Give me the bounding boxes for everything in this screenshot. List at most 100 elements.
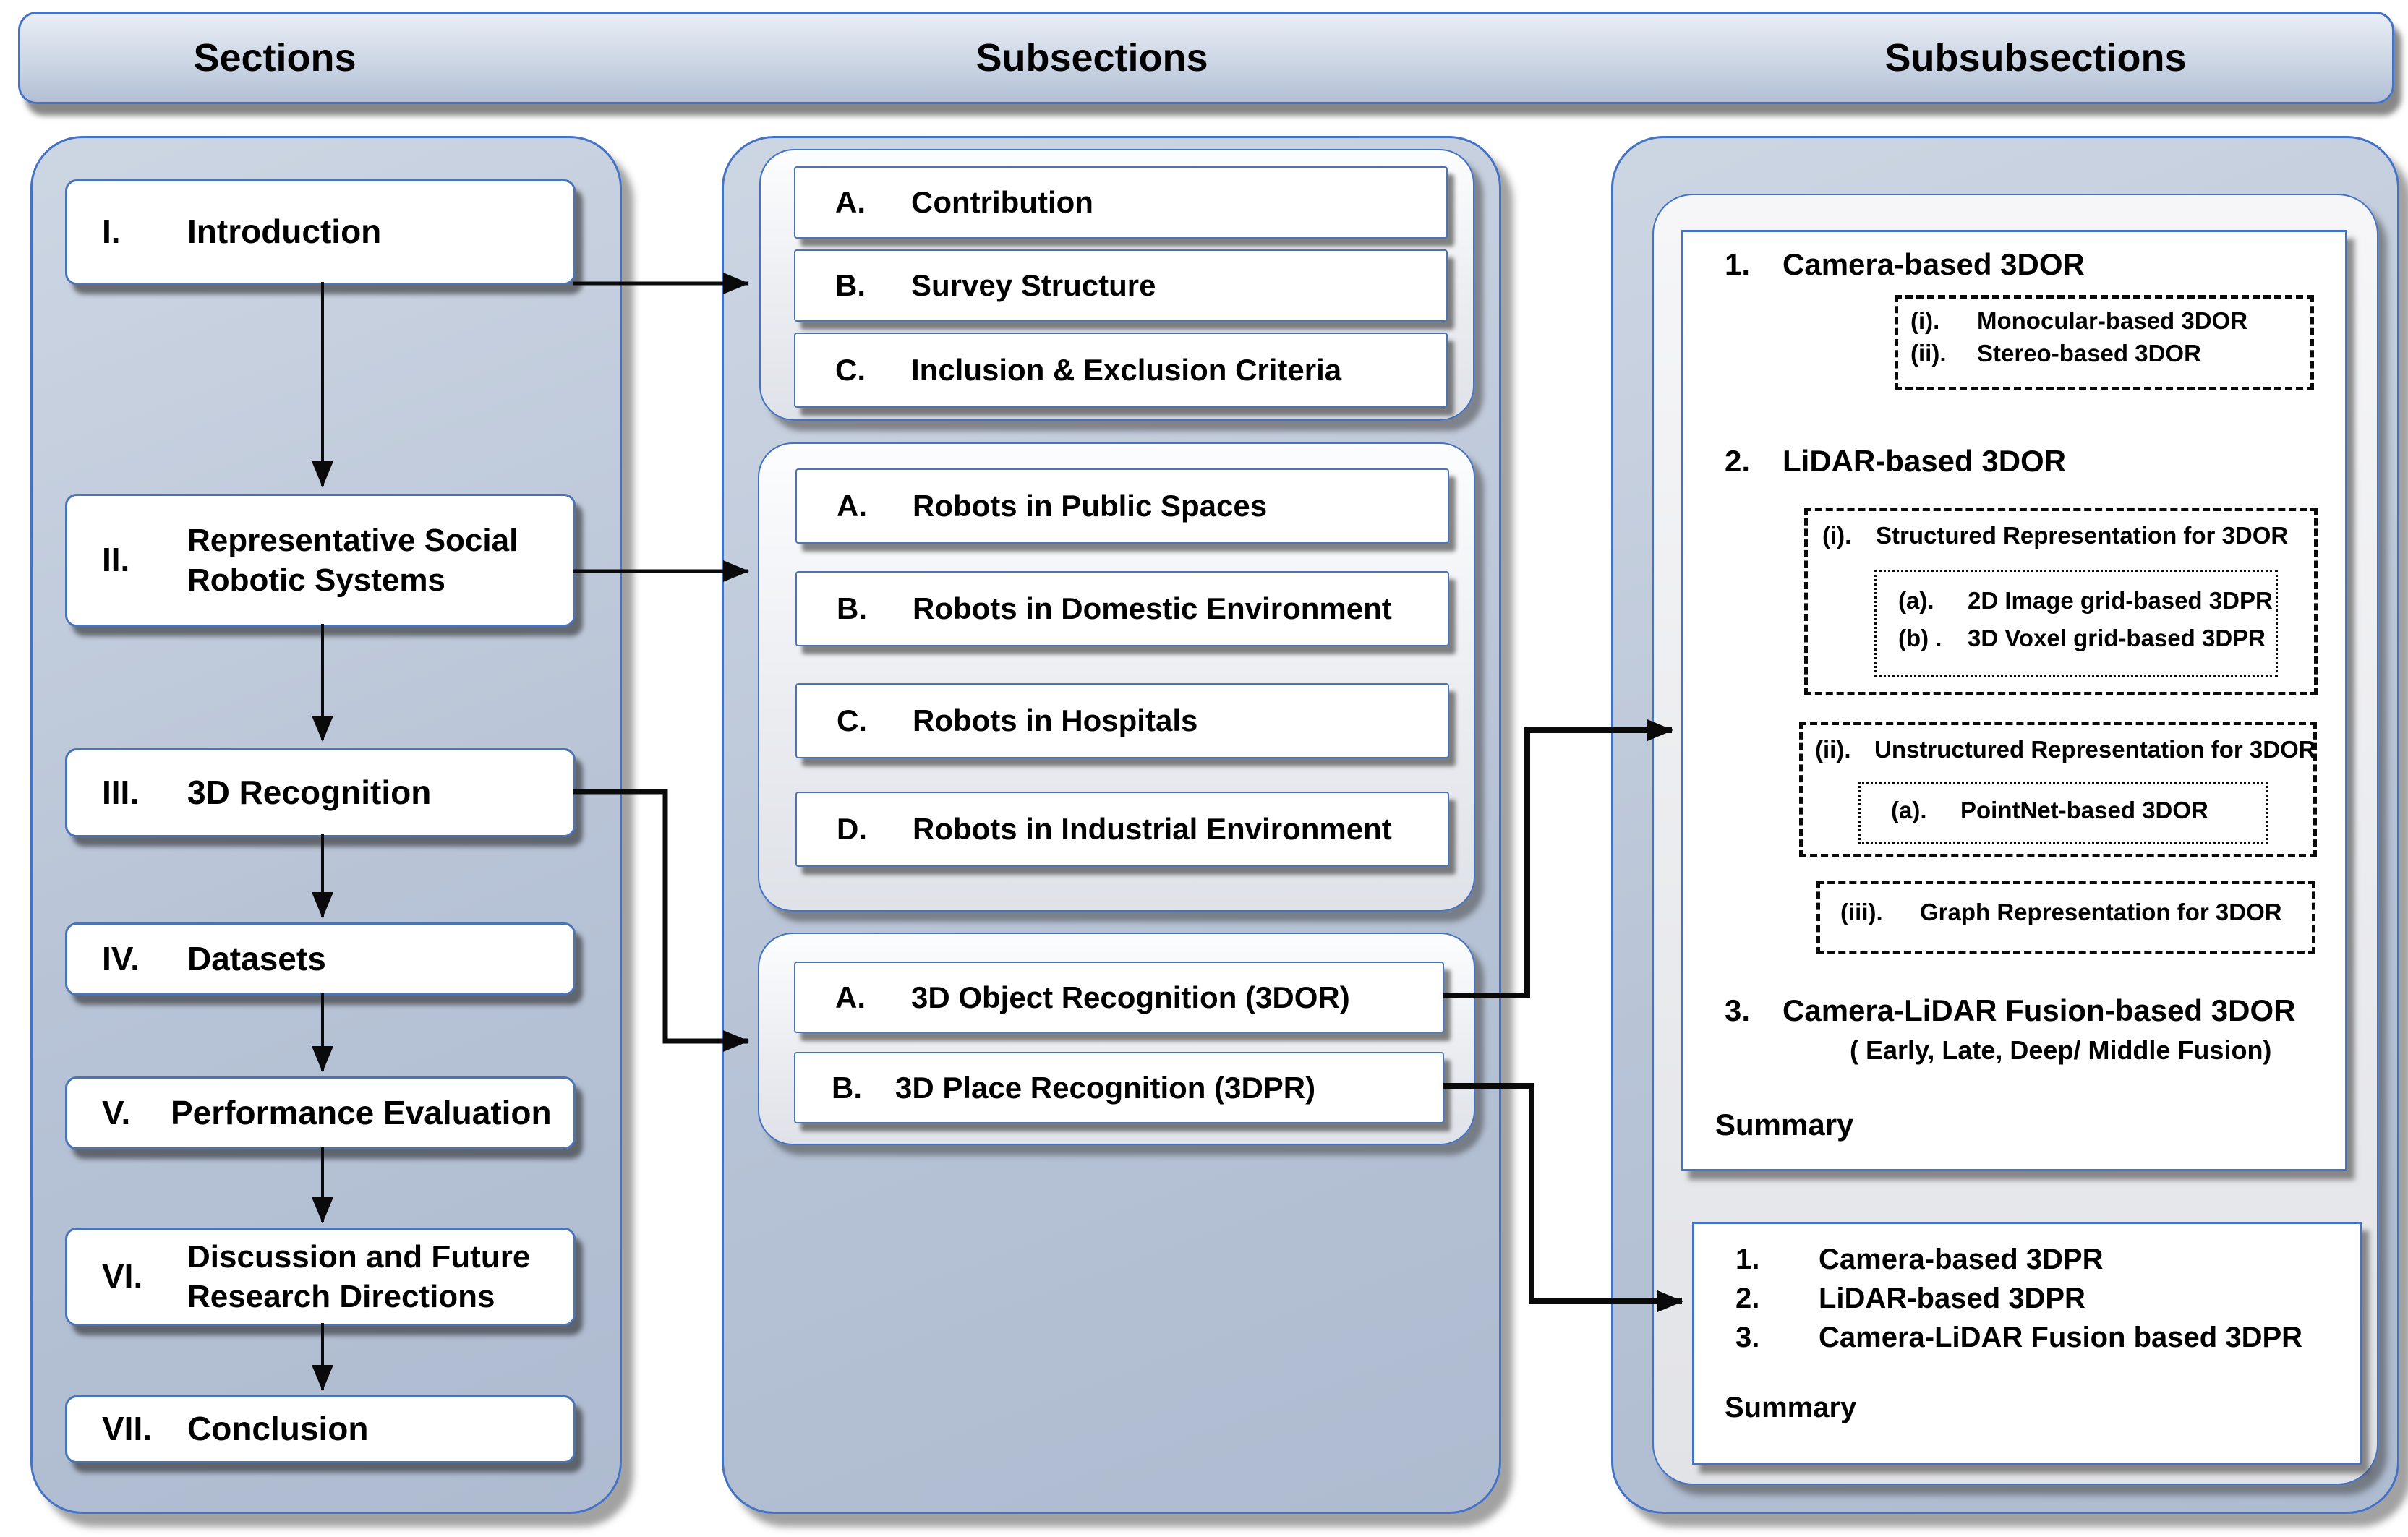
subsub-item-2d-image-grid: (a). 2D Image grid-based 3DPR	[1898, 587, 2273, 615]
item-label: Unstructured Representation for 3DOR	[1874, 736, 2316, 763]
section-number: VI.	[102, 1257, 143, 1296]
subsub-item-fusion-3dpr: 3. Camera-LiDAR Fusion based 3DPR	[1735, 1322, 2302, 1354]
item-number: (ii).	[1815, 736, 1851, 763]
item-number: (i).	[1910, 307, 1940, 334]
header-subsubsections: Subsubsections	[1884, 36, 2187, 80]
section-number: I.	[102, 213, 121, 251]
subsection-box-robots-domestic: B. Robots in Domestic Environment	[795, 571, 1449, 646]
item-label: Camera-based 3DPR	[1819, 1243, 2104, 1275]
item-label: PointNet-based 3DOR	[1960, 797, 2208, 823]
item-number: (iii).	[1840, 899, 1883, 925]
subsection-letter: C.	[835, 353, 866, 387]
header-subsections: Subsections	[975, 36, 1208, 80]
dashed-box-camera-types	[1895, 295, 2314, 390]
item-label: Camera-LiDAR Fusion-based 3DOR	[1782, 993, 2296, 1027]
subsection-box-robots-industrial: D. Robots in Industrial Environment	[795, 792, 1449, 867]
section-number: II.	[102, 541, 130, 579]
subsection-letter: B.	[835, 268, 866, 302]
subsection-label: 3D Object Recognition (3DOR)	[911, 980, 1350, 1014]
subsection-box-survey-structure: B. Survey Structure	[794, 249, 1448, 322]
subsub-item-unstructured-title: (ii). Unstructured Representation for 3D…	[1815, 736, 2316, 763]
subsub-item-fusion-detail: ( Early, Late, Deep/ Middle Fusion)	[1850, 1035, 2272, 1065]
subsection-letter: A.	[835, 185, 866, 219]
section-label: Datasets	[187, 939, 326, 977]
subsection-label: Robots in Hospitals	[913, 703, 1198, 737]
item-number: 1.	[1725, 247, 1751, 281]
section-number: V.	[102, 1093, 131, 1131]
section-box-introduction: I. Introduction	[65, 179, 576, 285]
dashed-box-structured	[1804, 508, 2318, 695]
subsection-box-robots-public-spaces: A. Robots in Public Spaces	[795, 468, 1449, 544]
subsection-letter: C.	[837, 703, 867, 737]
item-label: Monocular-based 3DOR	[1977, 307, 2248, 334]
item-number: 3.	[1735, 1322, 1760, 1353]
section-label: 3D Recognition	[187, 773, 432, 811]
item-number: (i).	[1822, 522, 1852, 549]
subsection-label: Robots in Industrial Environment	[913, 812, 1392, 846]
item-label: Structured Representation for 3DOR	[1876, 522, 2289, 549]
subsection-box-3dor: A. 3D Object Recognition (3DOR)	[794, 962, 1444, 1033]
subsub-item-structured-title: (i). Structured Representation for 3DOR	[1822, 522, 2288, 549]
section-label: Discussion and Future Research Direction…	[187, 1239, 531, 1314]
subsection-label: Robots in Domestic Environment	[913, 591, 1392, 625]
dotted-box-pointnet	[1858, 782, 2268, 844]
dpr-summary-label: Summary	[1725, 1392, 1857, 1423]
subsub-item-camera-3dor: 1. Camera-based 3DOR	[1725, 247, 2085, 282]
subsubsection-box-3dpr	[1692, 1222, 2362, 1465]
item-label: Stereo-based 3DOR	[1977, 340, 2201, 367]
section-number: VII.	[102, 1410, 153, 1448]
section-box-datasets: IV. Datasets	[65, 922, 576, 996]
item-number: 3.	[1725, 993, 1751, 1027]
section-box-performance-evaluation: V. Performance Evaluation	[65, 1076, 576, 1149]
header-bar: Sections Subsections Subsubsections	[18, 12, 2394, 104]
section-label: Representative Social Robotic Systems	[187, 523, 518, 598]
dotted-box-grid-types	[1874, 570, 2278, 677]
subsection-label: Robots in Public Spaces	[913, 489, 1268, 523]
header-sections: Sections	[193, 36, 356, 80]
subsection-label: Contribution	[911, 185, 1093, 219]
subsection-letter: B.	[837, 591, 867, 625]
section-label: Performance Evaluation	[171, 1093, 552, 1131]
section-label: Introduction	[187, 213, 382, 251]
item-number: 2.	[1735, 1283, 1760, 1314]
subsub-item-fusion-3dor: 3. Camera-LiDAR Fusion-based 3DOR	[1725, 993, 2295, 1028]
section-box-discussion-future: VI. Discussion and Future Research Direc…	[65, 1228, 576, 1326]
subsection-box-inclusion-exclusion: C. Inclusion & Exclusion Criteria	[794, 333, 1448, 408]
section-box-conclusion: VII. Conclusion	[65, 1395, 576, 1463]
subsection-box-robots-hospitals: C. Robots in Hospitals	[795, 683, 1449, 758]
dashed-box-unstructured	[1799, 722, 2317, 857]
item-label: LiDAR-based 3DPR	[1819, 1283, 2085, 1314]
subsection-box-contribution: A. Contribution	[794, 166, 1448, 239]
section-number: IV.	[102, 939, 140, 977]
subsection-letter: B.	[832, 1070, 862, 1105]
subsub-item-3d-voxel-grid: (b) . 3D Voxel grid-based 3DPR	[1898, 625, 2266, 652]
item-number: (a).	[1891, 797, 1927, 823]
subsection-letter: A.	[837, 489, 867, 523]
item-label: Camera-LiDAR Fusion based 3DPR	[1819, 1322, 2303, 1353]
subsub-item-pointnet: (a). PointNet-based 3DOR	[1891, 797, 2208, 824]
subsub-item-stereo: (ii). Stereo-based 3DOR	[1910, 340, 2201, 367]
dashed-box-graph	[1816, 881, 2315, 954]
item-number: (ii).	[1910, 340, 1947, 367]
subsub-item-lidar-3dpr: 2. LiDAR-based 3DPR	[1735, 1283, 2085, 1315]
dor-summary-label: Summary	[1715, 1108, 1854, 1142]
item-number: (b) .	[1898, 625, 1942, 651]
section-box-representative-social-robotic-systems: II. Representative Social Robotic System…	[65, 494, 576, 627]
item-number: 2.	[1725, 444, 1751, 478]
subsub-item-graph-title: (iii). Graph Representation for 3DOR	[1840, 899, 2282, 926]
subsub-item-camera-3dpr: 1. Camera-based 3DPR	[1735, 1243, 2104, 1276]
item-number: 1.	[1735, 1243, 1760, 1275]
item-label: LiDAR-based 3DOR	[1782, 444, 2067, 478]
item-number: (a).	[1898, 587, 1934, 614]
item-label: Graph Representation for 3DOR	[1920, 899, 2282, 925]
item-label: 2D Image grid-based 3DPR	[1968, 587, 2273, 614]
section-number: III.	[102, 773, 140, 811]
subsub-item-monocular: (i). Monocular-based 3DOR	[1910, 307, 2247, 335]
subsection-letter: D.	[837, 812, 867, 846]
item-label: Camera-based 3DOR	[1782, 247, 2085, 281]
item-label: 3D Voxel grid-based 3DPR	[1968, 625, 2266, 651]
subsection-label: 3D Place Recognition (3DPR)	[895, 1070, 1316, 1105]
section-box-3d-recognition: III. 3D Recognition	[65, 748, 576, 837]
subsub-item-lidar-3dor: 2. LiDAR-based 3DOR	[1725, 444, 2066, 479]
